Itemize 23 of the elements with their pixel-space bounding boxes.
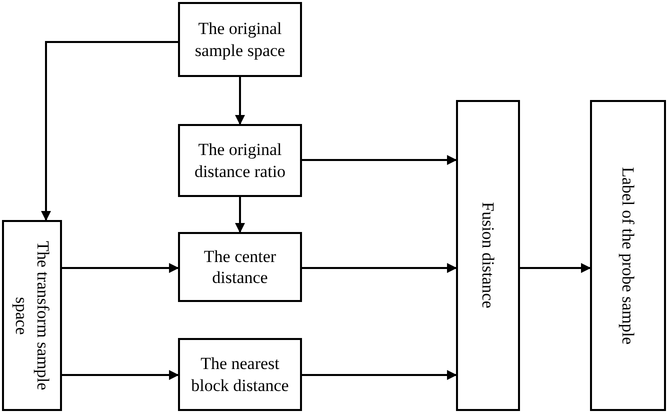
process-box — [456, 100, 520, 411]
box-label: The nearest block distance — [190, 353, 290, 396]
arrow — [302, 263, 457, 273]
process-box — [2, 220, 62, 411]
arrow — [302, 370, 457, 380]
arrow — [62, 370, 179, 380]
arrow — [235, 77, 245, 125]
box-label: The original distance ratio — [193, 139, 287, 182]
arrow — [41, 41, 178, 221]
process-box — [590, 100, 666, 411]
box-label: The original sample space — [194, 18, 286, 61]
box-label: Fusion distance — [478, 202, 499, 309]
process-box — [178, 2, 302, 77]
box-label: The transform sample space — [11, 240, 54, 392]
process-box — [178, 338, 302, 411]
box-label: The center distance — [202, 246, 278, 288]
arrow — [62, 263, 179, 273]
box-label: Label of the probe sample — [618, 166, 639, 344]
process-box — [178, 232, 302, 302]
arrow — [520, 263, 591, 273]
arrow — [235, 197, 245, 233]
arrow — [302, 155, 457, 165]
process-box — [178, 124, 302, 197]
